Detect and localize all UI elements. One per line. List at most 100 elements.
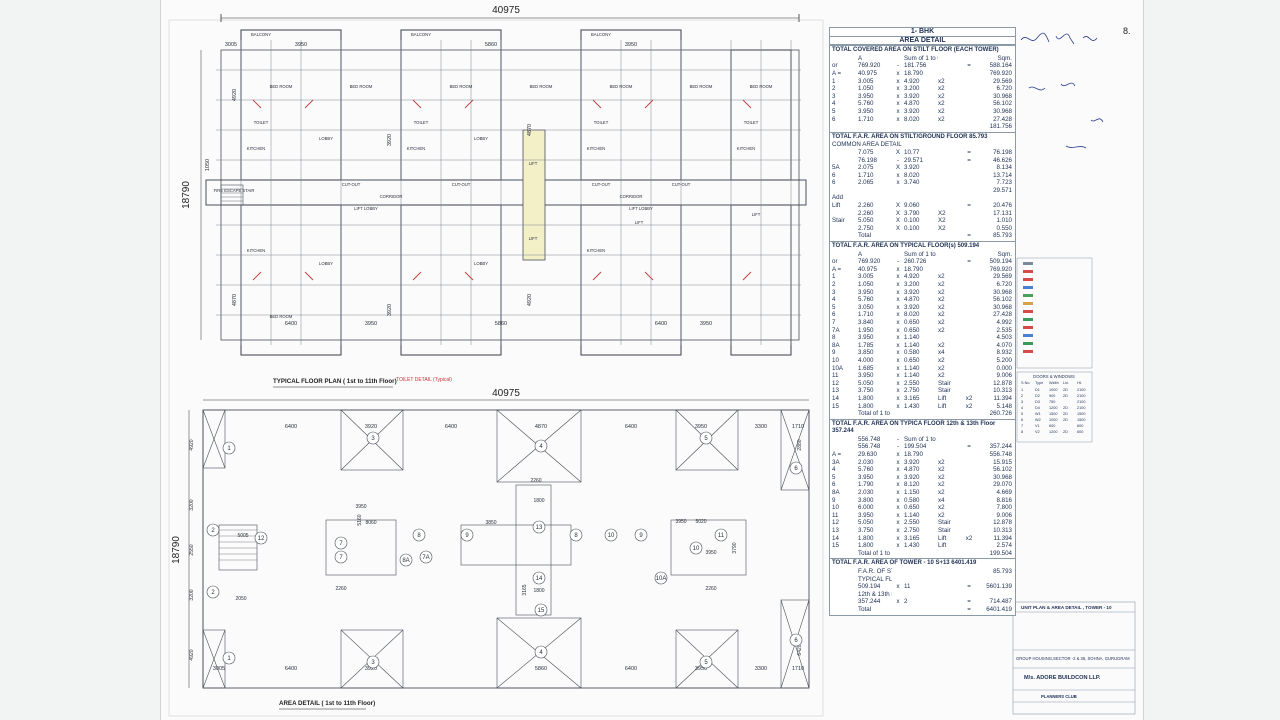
area-cell: 1.800 [858,542,874,550]
area-cell: Lift [938,542,947,550]
area-cell: 1.050 [858,85,874,93]
area-cell: 30.968 [993,473,1012,481]
area-cell: Stair [938,527,951,534]
area-cell: 3.920 [904,303,920,311]
door-window-cell: D4 [1035,406,1040,410]
area-cell [938,591,962,599]
door-window-cell: D3 [1035,400,1040,404]
area-cell: x2 [938,296,945,304]
area-cell [892,232,904,240]
area-cell: 46.626 [993,156,1012,164]
area-cell [832,55,858,63]
area-cell: 7.723 [996,179,1012,187]
grid-marker-circle [334,536,348,550]
area-cell: 3.200 [904,281,920,288]
area-cell: 9.006 [996,511,1012,519]
area-cell [962,550,976,558]
area-cell: 1.150 [904,489,920,497]
area-cell: 769.920 [989,69,1012,77]
area-cell: x [896,92,900,100]
area-cell: 3.950 [858,288,874,296]
area-cell: - [896,156,900,164]
door-window-cell: 1200 [1049,430,1057,434]
door-window-cell: 2D [1063,406,1068,410]
area-cell: 1.685 [858,364,874,372]
area-cell: 10A [832,364,844,372]
area-cell: Sum of 1 to 14 [904,435,938,443]
plan2-dimension: 2050 [235,596,246,602]
door-window-cell: 2100 [1077,388,1085,392]
area-cell: x [896,334,900,342]
area-cell: 3 [832,288,836,296]
area-cell: 14 [832,394,839,402]
grid-marker-label: 5 [704,660,708,666]
area-cell: x [896,379,900,387]
area-cell: A [858,250,863,258]
area-row: Total=6401.419 [832,606,1013,614]
door-window-cell: 2100 [1077,400,1085,404]
area-cell: - [896,258,900,266]
plan2-dimension-side: 3200 [189,499,195,510]
area-cell [962,179,976,187]
area-cell [858,194,892,202]
area-cell [962,194,976,202]
area-cell: 1.140 [904,334,920,342]
door-window-cell: 1 [1021,388,1023,392]
plan2-dimension: 5005 [237,533,248,539]
area-cell: Sqm. [997,54,1012,62]
area-cell: 260.726 [989,410,1012,418]
area-cell: x2 [938,326,945,334]
plan2-overall-width: 40975 [492,388,520,399]
area-cell: - [896,443,900,451]
area-cell: x2 [938,100,945,108]
area-cell [962,410,976,418]
area-cell: 3 [832,92,836,100]
area-cell: 6.720 [996,85,1012,93]
grid-marker-circle [419,550,433,564]
area-cell: 3.850 [858,349,874,357]
area-cell: 6 [832,179,836,187]
area-cell: Sqm. [997,250,1012,258]
grid-marker-circle [789,633,803,647]
area-cell: 2.075 [858,164,874,172]
room-label: LIFT LOBBY [354,206,378,211]
area-cell [832,591,858,599]
area-cell [858,123,892,131]
area-cell: 3.840 [858,318,874,326]
room-label: BED ROOM [450,84,473,89]
area-cell: = [967,598,971,606]
area-cell [962,349,976,357]
door-window-cell: 2D [1063,394,1068,398]
area-cell: 5 [832,107,836,115]
area-cell: 3.950 [858,334,874,342]
area-row: Total of 1 to 14260.726 [832,410,1013,418]
plan1-dimension-side: 3920 [387,304,393,316]
area-cell: 7 [832,318,836,326]
area-cell [938,149,962,157]
area-cell: 17.131 [993,209,1012,217]
door-window-cell: 3 [1021,400,1023,404]
area-cell: 556.748 [989,451,1012,459]
door-window-cell: V1 [1035,424,1040,428]
plan1-dimension-side: 1050 [205,159,211,171]
room-label: BED ROOM [690,84,713,89]
area-section-heading: TOTAL F.A.R. AREA ON TYPICAL FLOOR(s) 50… [832,243,980,250]
area-cell: 10 [832,504,839,512]
area-cell [904,232,938,240]
area-cell: x2 [965,394,973,402]
area-cell [962,296,976,304]
area-detail-title: AREA DETAIL [830,37,1015,46]
door-window-cell: 2 [1021,394,1023,398]
area-section-heading: TOTAL COVERED AREA ON STILT FLOOR (EACH … [832,47,999,54]
area-cell: 4.870 [904,100,920,108]
area-cell: 0.550 [996,224,1012,232]
